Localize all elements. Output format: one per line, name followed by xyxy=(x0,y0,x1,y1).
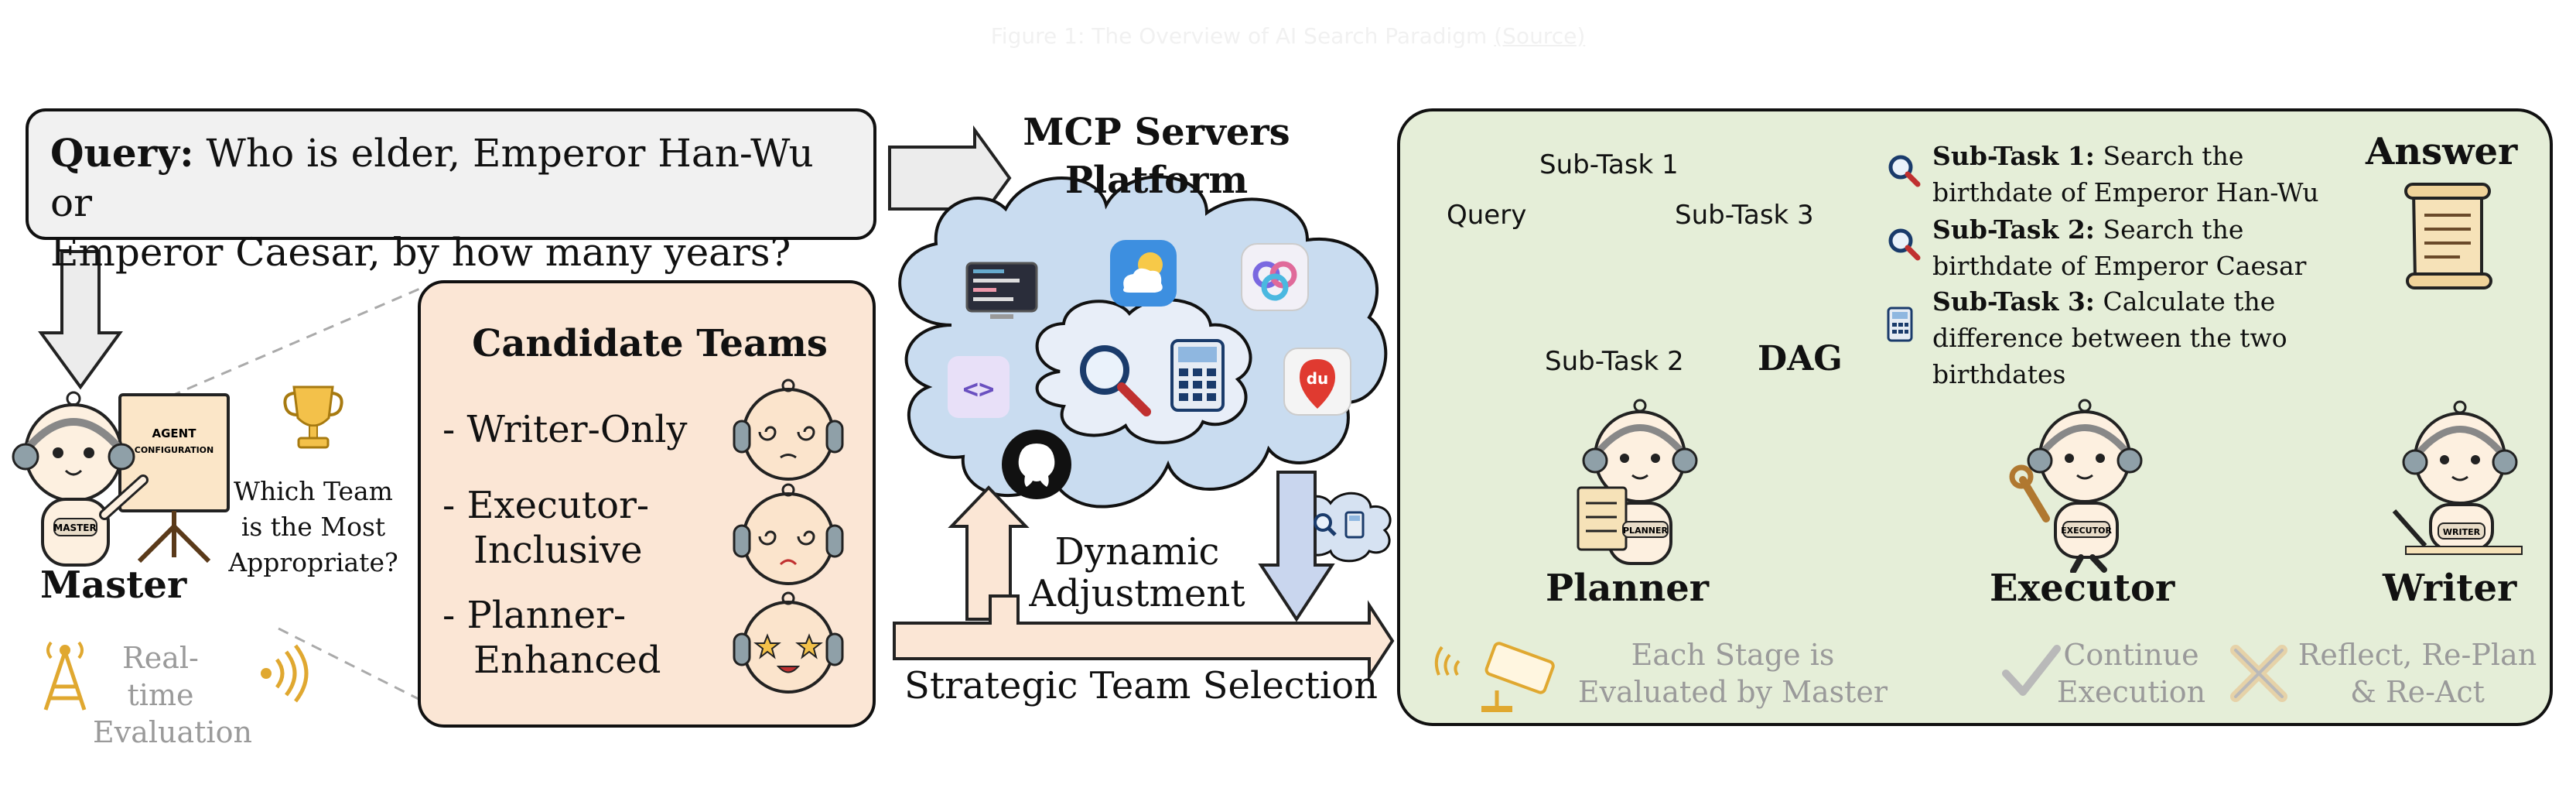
calculator-icon xyxy=(1170,339,1225,412)
face-sad-icon xyxy=(733,483,844,585)
svg-text:du: du xyxy=(1307,369,1329,388)
weather-icon xyxy=(1110,240,1177,307)
scroll-icon xyxy=(2404,183,2492,289)
strategic-team-selection: Strategic Team Selection xyxy=(904,664,1379,707)
agent-team-panel xyxy=(1397,108,2553,726)
mcp-title: MCP Servers Platform xyxy=(1023,111,1290,202)
dashed-connector xyxy=(278,627,422,702)
team-question: Which Team is the Most Appropriate? xyxy=(228,476,398,577)
subtask-1: Sub-Task 1: Search the birthdate of Empe… xyxy=(1932,141,2319,207)
dag-subtask1-label: Sub-Task 1 xyxy=(1539,149,1679,180)
face-star-eyes-icon xyxy=(733,591,844,694)
continue-execution: Continue Execution xyxy=(2056,638,2206,709)
planner-label: Planner xyxy=(1546,567,1710,610)
planner-robot-illustration: PLANNER xyxy=(1577,399,1698,565)
dag-label: DAG xyxy=(1758,339,1843,379)
search-icon xyxy=(1888,228,1921,261)
camera-signal-icon xyxy=(1434,642,1555,712)
code-brackets-icon: <> xyxy=(948,356,1010,418)
writer-label: Writer xyxy=(2383,567,2517,610)
face-confused-icon xyxy=(733,379,844,481)
team-executor-inclusive[interactable]: - Executor- Inclusive xyxy=(442,484,650,572)
check-icon xyxy=(2002,645,2061,696)
code-editor-icon xyxy=(965,262,1038,319)
strategic-selection-arrow xyxy=(893,594,1395,682)
writer-robot-illustration: WRITER xyxy=(2392,400,2523,555)
team-faces xyxy=(733,379,844,694)
map-pin-icon: du xyxy=(1283,348,1351,416)
search-icon xyxy=(1888,155,1921,187)
executor-robot-illustration: EXECUTOR xyxy=(2009,399,2143,573)
query-to-master-arrow xyxy=(38,250,123,390)
candidate-teams-title: Candidate Teams xyxy=(472,322,828,365)
subtask-icons xyxy=(1887,155,1921,342)
caption-source-link[interactable]: (Source) xyxy=(1494,23,1586,49)
calculator-icon xyxy=(1887,307,1913,342)
subtask-2: Sub-Task 2: Search the birthdate of Empe… xyxy=(1932,214,2307,281)
planner-badge: PLANNER xyxy=(1623,526,1669,536)
dynamic-adjustment: Dynamic Adjustment xyxy=(1029,530,1245,615)
search-icon xyxy=(1080,345,1151,416)
github-icon xyxy=(1002,430,1071,499)
caption-text: Figure 1: The Overview of AI Search Para… xyxy=(990,23,1488,49)
dag-subtask3-label: Sub-Task 3 xyxy=(1675,200,1814,231)
reflect-replan-react: Reflect, Re-Plan & Re-Act xyxy=(2298,638,2537,709)
dag-subtask2-label: Sub-Task 2 xyxy=(1545,346,1684,377)
svg-text:<>: <> xyxy=(963,374,995,405)
team-planner-enhanced[interactable]: - Planner- Enhanced xyxy=(442,594,661,682)
link-app-icon xyxy=(1241,243,1309,311)
each-stage-evaluated: Each Stage is Evaluated by Master xyxy=(1577,638,1888,709)
subtask-3: Sub-Task 3: Calculate the difference bet… xyxy=(1932,286,2287,389)
master-robot-illustration: AGENT CONFIGURATION MASTER xyxy=(12,391,230,567)
answer-label: Answer xyxy=(2366,130,2518,173)
signal-icon xyxy=(261,644,309,703)
query-text-line1: Who is elder, Emperor Han-Wu or xyxy=(50,131,814,225)
query-label: Query: xyxy=(50,130,194,176)
executor-badge: EXECUTOR xyxy=(2061,526,2112,536)
realtime-evaluation: Real-time Evaluation xyxy=(93,641,252,749)
board-text-1: AGENT xyxy=(152,426,197,440)
team-writer-only[interactable]: - Writer-Only xyxy=(442,408,688,451)
dynamic-down-arrow xyxy=(1258,471,1335,622)
cross-icon xyxy=(2230,645,2287,702)
antenna-icon xyxy=(43,641,87,711)
master-badge: MASTER xyxy=(53,522,97,533)
dag-query-label: Query xyxy=(1447,200,1527,231)
executor-label: Executor xyxy=(1990,567,2175,610)
board-text-2: CONFIGURATION xyxy=(135,445,214,455)
small-cloud-icons xyxy=(1314,511,1365,539)
mcp-icons: <> du xyxy=(948,240,1351,499)
master-label: Master xyxy=(40,564,187,607)
candidate-teams-box: Candidate Teams - Writer-Only - Executor… xyxy=(418,280,876,728)
figure-caption: Figure 1: The Overview of AI Search Para… xyxy=(0,23,2576,49)
trophy-icon xyxy=(283,385,343,449)
query-text-line2: Emperor Caesar, by how many years? xyxy=(50,230,791,275)
writer-badge: WRITER xyxy=(2443,527,2481,537)
query-box: Query: Who is elder, Emperor Han-Wu or E… xyxy=(26,108,876,275)
dashed-connector xyxy=(169,286,422,398)
